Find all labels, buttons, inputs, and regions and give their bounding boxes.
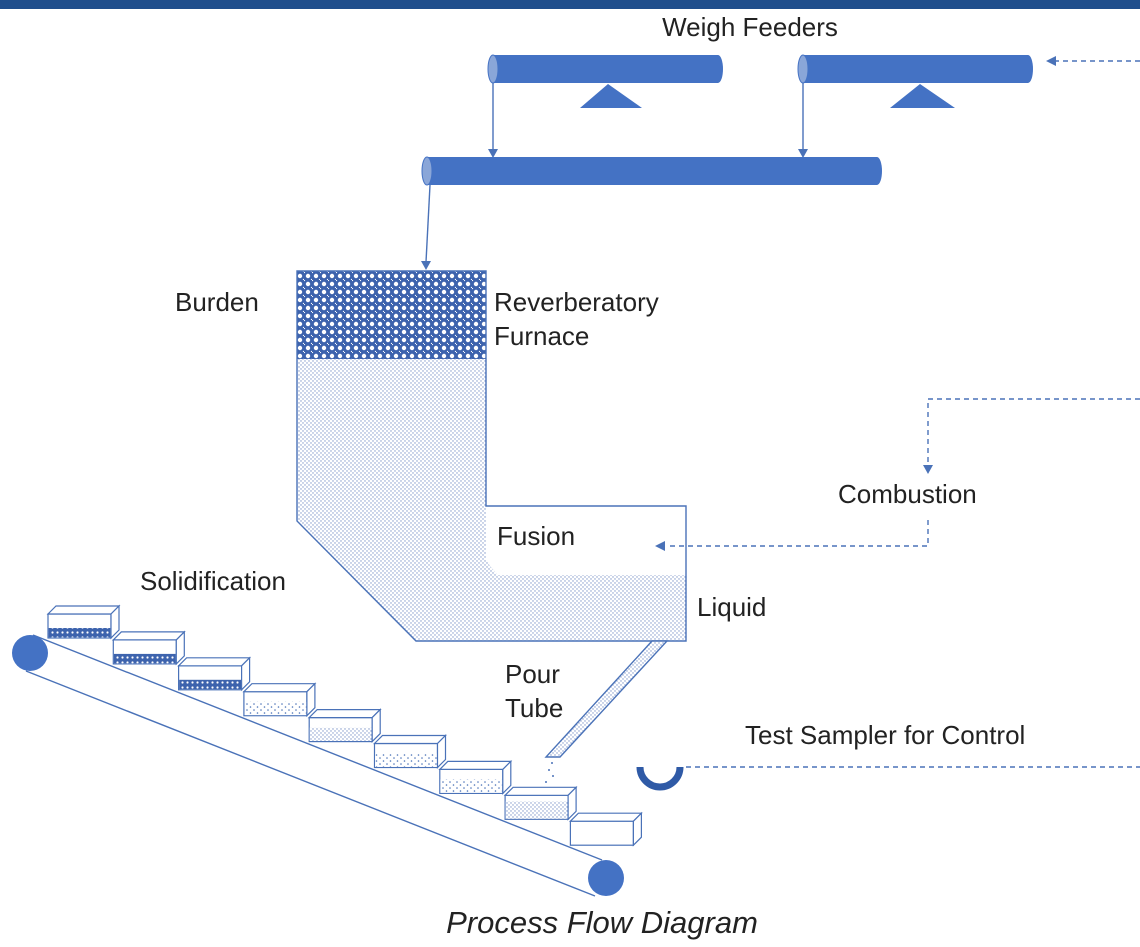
mold-box [46,604,121,640]
mold-box [503,785,578,821]
arrow-down-icon [421,261,431,270]
weigh-feeder-left [487,54,723,108]
burden-label: Burden [175,287,259,317]
mold-box [438,759,513,795]
conveyor-pulley-icon [12,635,48,671]
fusion-zone [486,506,686,575]
scale-fulcrum-icon [890,84,955,108]
header-accent-bar [0,0,1140,9]
arrow-left-icon [1046,56,1056,66]
arrow-down-icon [798,149,808,158]
mold-box [373,734,447,769]
liquid-pool [498,575,686,641]
solidification-label: Solidification [140,566,286,596]
collector-conveyor [421,156,882,186]
weigh-feeder-right [797,54,1033,108]
furnace-label-line1: Reverberatory [494,287,659,317]
scale-fulcrum-icon [580,84,642,108]
combustion-to-fusion-line [666,520,929,547]
mold-box [177,656,252,692]
liquid-label: Liquid [697,592,766,622]
mold-box [568,811,643,847]
arrow-down-icon [488,149,498,158]
mold-box [111,630,186,666]
mold-box [242,682,317,718]
burden-layer [297,271,486,359]
pour-tube-label-line2: Tube [505,693,563,723]
arrow-left-icon [655,541,665,551]
conveyor-pulley-icon [588,860,624,896]
combustion-label: Combustion [838,479,977,509]
diagram-caption: Process Flow Diagram [446,905,758,940]
fusion-label: Fusion [497,521,575,551]
mold-box [307,708,382,744]
arrow-down-icon [923,465,933,474]
casting-conveyor [12,634,624,897]
test-sampler-cup-icon [636,766,684,791]
reverberatory-furnace [296,270,687,642]
pour-tube-label-line1: Pour [505,659,560,689]
charge-line [425,184,431,263]
furnace-label-line2: Furnace [494,321,589,351]
weigh-feeders-label: Weigh Feeders [662,12,838,42]
test-sampler-label: Test Sampler for Control [745,720,1025,750]
control-signal-line-combustion [927,398,1140,466]
mold-train [46,604,643,847]
pour-tube [544,640,669,758]
